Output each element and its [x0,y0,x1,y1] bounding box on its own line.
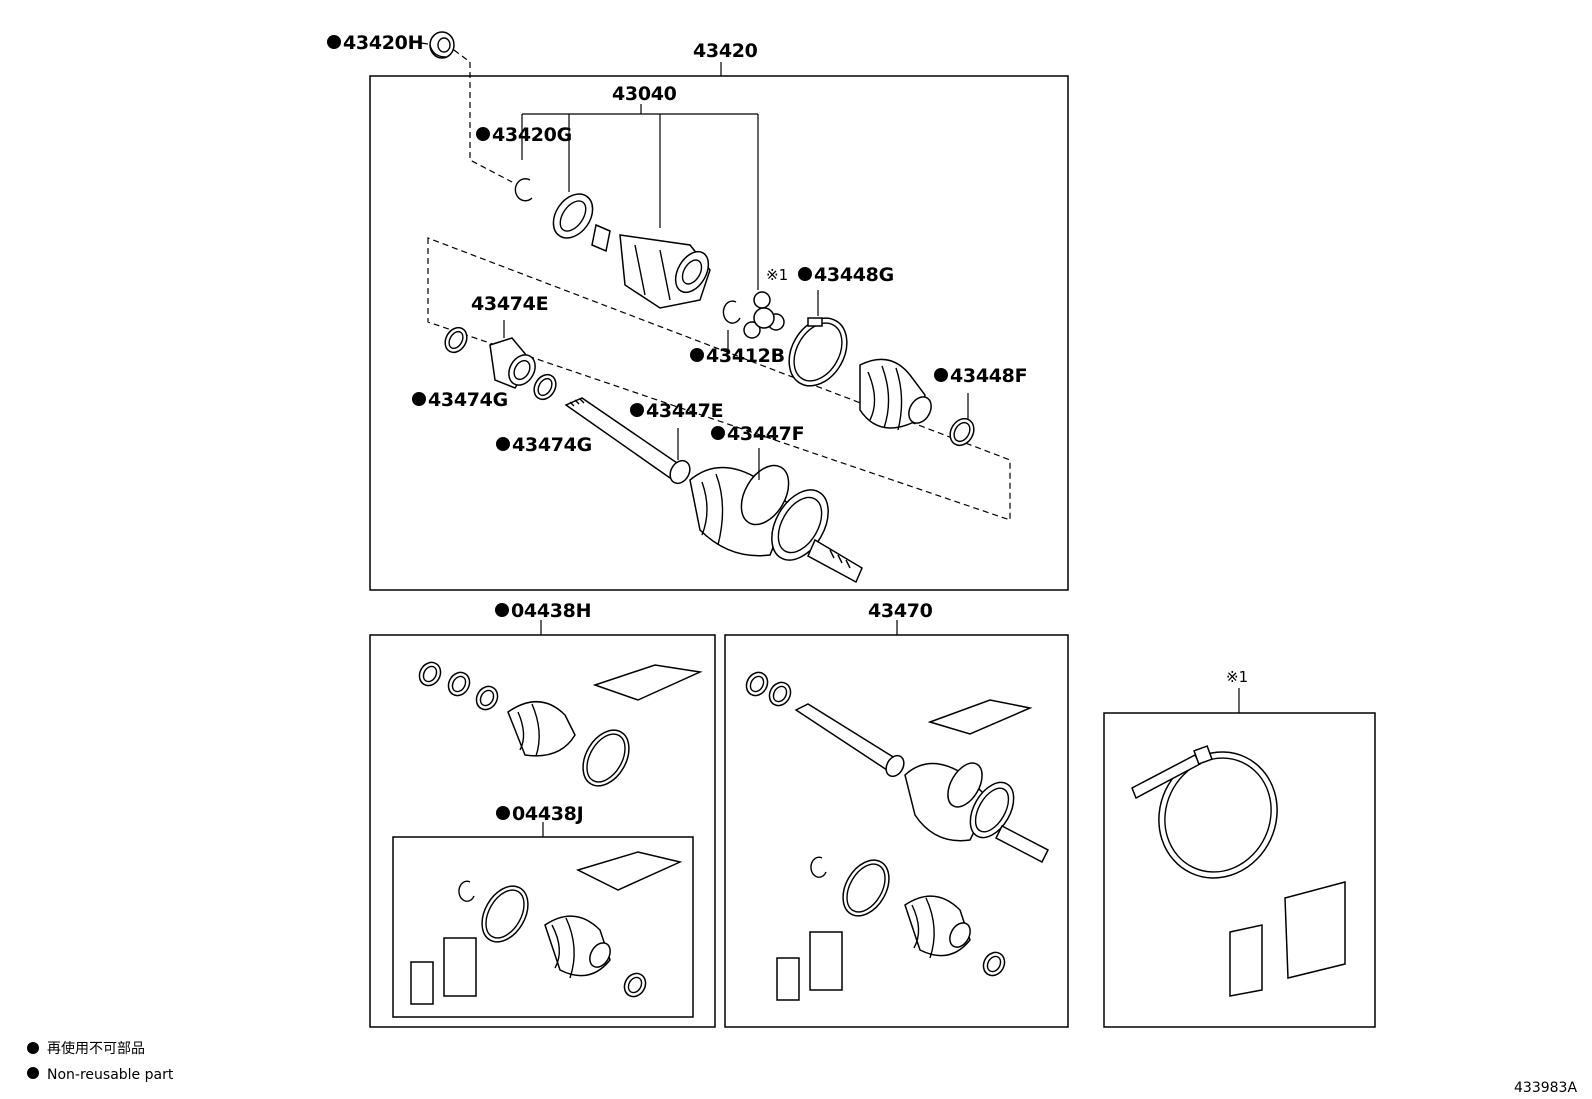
nut-43420h [429,31,455,59]
clamp-43448f [949,417,975,447]
axle-shaft [564,397,691,485]
seal-ring [552,193,594,239]
clamp-band-detail [1131,745,1346,997]
legend-jp: 再使用不可部品 [47,1040,145,1057]
label-note1-box: ※1 [1226,668,1248,686]
frame-43420 [369,75,1069,591]
label-43420h: 43420H [343,32,423,54]
kit-04438h-parts [418,661,703,787]
snap-ring-43420g [514,178,533,202]
label-43470: 43470 [868,600,933,622]
frame-04438h [369,634,716,1028]
kit-04438j-parts [410,851,683,1005]
label-note1-ref: ※1 [766,266,788,284]
label-43448g: 43448G [814,264,894,286]
diagram-id: 433983A [1514,1080,1577,1096]
inner-boot [859,358,932,431]
inner-joint-housing [591,223,711,309]
outer-cv-joint [689,464,863,584]
label-43474e: 43474E [471,293,548,315]
label-43040: 43040 [612,83,677,105]
label-43474g-left: 43474G [428,389,508,411]
clamp-43474g-right [533,373,557,401]
label-04438h: 04438H [511,600,591,622]
label-04438j: 04438J [512,803,583,825]
kit-43470-parts [745,671,1050,1001]
tripod-spider [743,291,785,339]
label-43447e: 43447E [646,400,723,422]
damper-43474e [489,337,536,389]
label-43447f: 43447F [727,423,804,445]
label-43474g-right: 43474G [512,434,592,456]
label-43412b: 43412B [706,345,785,367]
label-43420g: 43420G [492,124,572,146]
clamp-band-43448g [788,317,848,387]
legend-en: Non-reusable part [47,1067,174,1083]
label-43420: 43420 [693,40,758,62]
clamp-43474g-left [444,326,468,354]
label-43448f: 43448F [950,365,1027,387]
snap-ring-43412b [722,300,741,324]
